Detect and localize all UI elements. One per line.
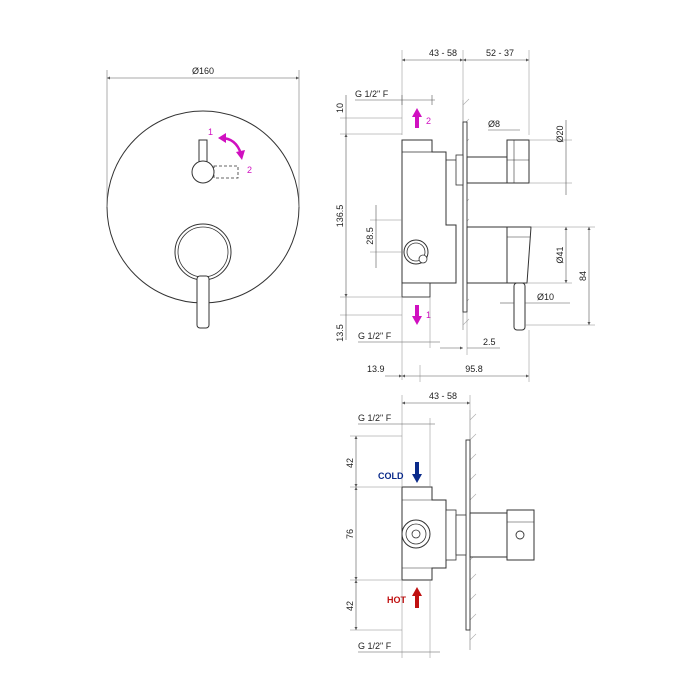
bottom-view: 43 - 58 G 1/2" F 42 76 42 COLD HOT G 1/2… — [345, 391, 535, 658]
dim-42-bottom: 42 — [345, 601, 355, 611]
diverter-side — [466, 156, 508, 184]
diverter-position-2 — [213, 165, 239, 179]
handle-cartridge-bottom-view — [469, 512, 508, 558]
outlet-1-label: 1 — [426, 310, 431, 320]
outlet-2-label: 2 — [426, 116, 431, 126]
dim-43-58-bottom: 43 - 58 — [429, 391, 457, 401]
dim-42-top: 42 — [345, 458, 355, 468]
hot-label: HOT — [387, 595, 407, 605]
dim-76: 76 — [345, 529, 355, 539]
main-handle-outer — [174, 223, 232, 281]
thread-bottom-label-bottom: G 1/2" F — [358, 641, 392, 651]
outlet-1-arrow-icon — [412, 305, 422, 325]
dia-160-label: Ø160 — [192, 66, 214, 76]
hot-arrow-icon — [412, 587, 422, 608]
thread-top-label: G 1/2" F — [355, 89, 389, 99]
dim-2-5: 2.5 — [483, 337, 496, 347]
side-view: 43 - 58 52 - 37 G 1/2" F 2 10 136.5 13.5… — [335, 48, 595, 382]
dim-10: 10 — [335, 103, 345, 113]
handle-side — [466, 226, 508, 284]
cover-plate-bottom-view — [465, 439, 471, 631]
dim-28-5: 28.5 — [365, 227, 375, 245]
rotation-label-1: 1 — [208, 127, 213, 137]
dim-52-37: 52 - 37 — [486, 48, 514, 58]
thread-bottom-label: G 1/2" F — [358, 331, 392, 341]
dia-10: Ø10 — [537, 292, 554, 302]
main-handle-lever — [196, 275, 210, 329]
dia-41: Ø41 — [555, 246, 565, 263]
dia-8: Ø8 — [488, 119, 500, 129]
cover-plate-side — [462, 121, 468, 313]
main-handle-inner — [177, 226, 229, 278]
cold-label: COLD — [378, 471, 404, 481]
cold-arrow-icon — [412, 462, 422, 483]
outlet-2-arrow-icon — [412, 108, 422, 128]
diverter-stem — [198, 139, 208, 163]
dia-20: Ø20 — [555, 125, 565, 142]
dim-95-8: 95.8 — [465, 364, 483, 374]
dim-13-5: 13.5 — [335, 324, 345, 342]
front-view: Ø160 1 2 — [106, 66, 300, 329]
dim-43-58: 43 - 58 — [429, 48, 457, 58]
thread-top-label-bottom: G 1/2" F — [358, 413, 392, 423]
rotation-label-2: 2 — [247, 165, 252, 175]
diverter-knob — [191, 160, 215, 184]
dim-84: 84 — [578, 271, 588, 281]
dim-13-9: 13.9 — [367, 364, 385, 374]
dim-136-5: 136.5 — [335, 205, 345, 228]
